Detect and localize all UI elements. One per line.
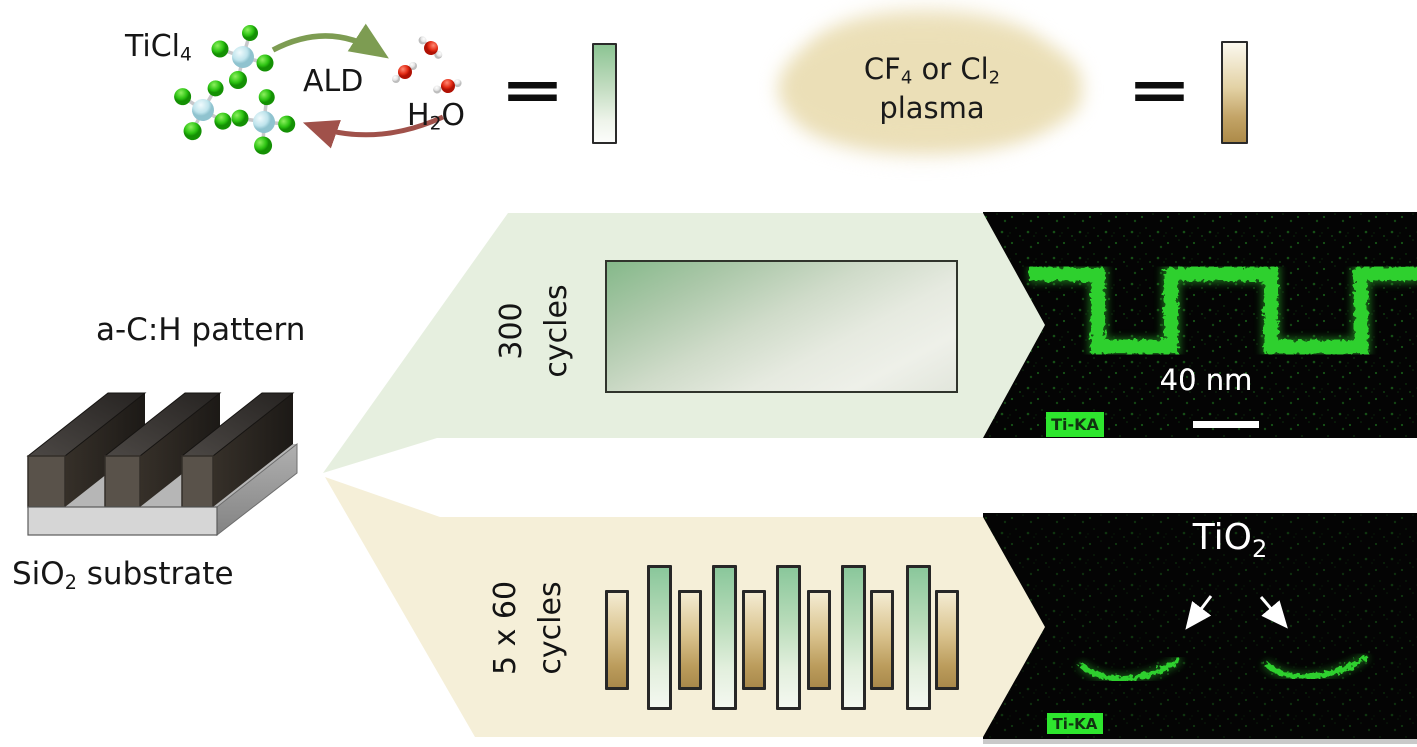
detector-badge — [1047, 713, 1103, 734]
scale-bar — [1193, 421, 1259, 428]
cycles-label-5x60: 5 x 60 cycles — [488, 580, 568, 676]
equals-sign: = — [1127, 56, 1192, 123]
ald-layer-bar — [776, 565, 801, 710]
water-molecule — [390, 60, 419, 85]
fin-front-face — [104, 455, 141, 508]
detector-label: Ti-KA — [1051, 415, 1099, 434]
ald-layer-bar — [906, 565, 931, 710]
material-label: TiO2 — [1192, 517, 1268, 563]
h2o-label: H2O — [407, 98, 466, 135]
plasma-layer-bar — [935, 590, 959, 690]
ald-layer-bar — [647, 565, 672, 710]
reaction-scheme — [162, 23, 464, 161]
fin-front-face — [27, 455, 66, 508]
plasma-layer-bar — [870, 590, 894, 690]
plasma-layer-bar — [678, 590, 702, 690]
pointer-arrow-left-icon — [1185, 595, 1213, 630]
fin-side-face — [213, 393, 293, 507]
pointer-arrow-right-icon — [1259, 596, 1288, 629]
ticl4-molecule — [225, 83, 302, 161]
equals-sign: = — [500, 56, 565, 123]
plasma-layer-bar — [742, 590, 766, 690]
substrate-front-face — [27, 506, 218, 536]
water-molecule — [416, 32, 445, 63]
plasma-cloud: CF4 or Cl2 plasma — [756, 6, 1108, 172]
ticl4-molecule — [162, 69, 243, 151]
detector-badge — [1046, 412, 1104, 437]
scale-label: 40 nm — [1160, 363, 1253, 397]
water-molecule — [430, 70, 464, 102]
ti-signal-trace — [1029, 267, 1417, 354]
image-shadow — [983, 739, 1417, 744]
ald-film-slab — [605, 260, 958, 393]
edx-image-5x60-cycles: TiO2 Ti-KA — [983, 513, 1417, 739]
edx-image-300-cycles: 40 nm 40 nm Ti-KA — [983, 212, 1417, 438]
plasma-film-legend-swatch — [1221, 41, 1248, 144]
plasma-cloud-label: CF4 or Cl2 plasma — [863, 52, 1001, 126]
plasma-layer-bar — [807, 590, 831, 690]
scale-label: 40 nm — [1160, 363, 1253, 397]
substrate-label: SiO2 substrate — [12, 556, 234, 594]
fin-front-face — [181, 455, 214, 508]
fin-side-face — [140, 393, 220, 507]
cycles-label-300: 300 cycles — [494, 284, 574, 378]
patterned-substrate-drawing — [26, 392, 298, 537]
ticl4-molecule — [209, 23, 276, 91]
reverse-reaction-arrow-icon — [302, 114, 445, 149]
cloud-blob — [778, 22, 1082, 146]
forward-reaction-arrow-icon — [271, 23, 389, 59]
ald-layer-bar — [712, 565, 737, 710]
plasma-layer-bar — [605, 590, 629, 690]
pattern-title: a-C:H pattern — [96, 312, 306, 348]
tio2-crescent-right — [1263, 653, 1369, 680]
ald-layer-bar — [841, 565, 866, 710]
detector-label: Ti-KA — [1053, 715, 1098, 733]
ticl4-label: TiCl4 — [125, 29, 192, 66]
tio2-crescent-left — [1078, 656, 1182, 682]
ald-label: ALD — [303, 64, 364, 99]
ald-film-legend-swatch — [592, 43, 617, 144]
fin-side-face — [65, 393, 145, 507]
